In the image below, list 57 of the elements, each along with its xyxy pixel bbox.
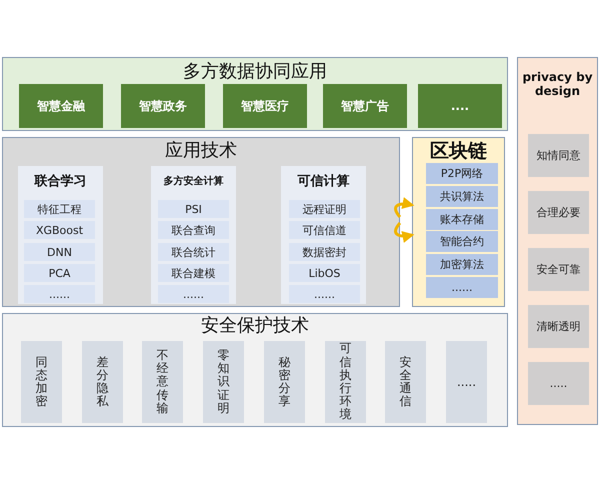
label-box: 同态加密 <box>21 341 62 423</box>
label-box: 共识算法 <box>426 186 498 207</box>
label-box: 智慧金融 <box>19 84 103 128</box>
application-panel <box>2 57 508 131</box>
label-box: 安全可靠 <box>528 248 589 291</box>
label-box: PCA <box>24 264 95 282</box>
label-box: 智慧政务 <box>121 84 205 128</box>
label-box: ..... <box>528 362 589 405</box>
label-box: .... <box>418 84 502 128</box>
label-box: 联合查询 <box>158 221 229 239</box>
label-box: 合理必要 <box>528 191 589 234</box>
label-box: 知情同意 <box>528 134 589 177</box>
label-box: 数据密封 <box>289 243 360 261</box>
label-box: 加密算法 <box>426 254 498 275</box>
technology-column <box>18 166 103 304</box>
label-box: 秘密分享 <box>264 341 305 423</box>
blockchain-panel <box>412 137 505 307</box>
label-box: P2P网络 <box>426 163 498 184</box>
label-box: 智慧广告 <box>323 84 407 128</box>
label-box: 零知识证明 <box>203 341 244 423</box>
panel-title: 应用技术 <box>164 140 238 162</box>
label-box: 智慧医疗 <box>223 84 307 128</box>
panel-title: privacy by design <box>521 70 594 99</box>
panel-title: 区块链 <box>429 140 488 163</box>
panel-title: 多方数据协同应用 <box>182 61 328 83</box>
label-box: PSI <box>158 200 229 218</box>
label-box: ..... <box>446 341 487 423</box>
cycle-arrow <box>394 197 414 218</box>
label-box: DNN <box>24 243 95 261</box>
label-box: 智能合约 <box>426 231 498 252</box>
technology-column <box>151 166 236 304</box>
label-box: XGBoost <box>24 221 95 239</box>
panel-title: 联合学习 <box>33 174 88 190</box>
label-box: 不经意传输 <box>142 341 183 423</box>
label-box: 可信执行环境 <box>325 341 366 423</box>
label-box: ...... <box>158 285 229 303</box>
panel-title: 安全保护技术 <box>200 315 310 337</box>
label-box: 联合统计 <box>158 243 229 261</box>
panel-title: 可信计算 <box>296 174 350 190</box>
protection-panel <box>2 313 508 427</box>
panel-title: 多方安全计算 <box>162 176 224 188</box>
label-box: 差分隐私 <box>82 341 123 423</box>
label-box: 可信信道 <box>289 221 360 239</box>
label-box: 账本存储 <box>426 209 498 230</box>
label-box: 清晰透明 <box>528 305 589 348</box>
label-box: 联合建模 <box>158 264 229 282</box>
label-box: ...... <box>289 285 360 303</box>
label-box: ...... <box>24 285 95 303</box>
cycle-arrow <box>394 222 414 243</box>
technology-panel <box>2 137 400 307</box>
label-box: 安全通信 <box>385 341 426 423</box>
technology-column <box>281 166 366 304</box>
label-box: 远程证明 <box>289 200 360 218</box>
principle-panel <box>517 57 598 425</box>
label-box: LibOS <box>289 264 360 282</box>
label-box: ...... <box>426 277 498 298</box>
label-box: 特征工程 <box>24 200 95 218</box>
